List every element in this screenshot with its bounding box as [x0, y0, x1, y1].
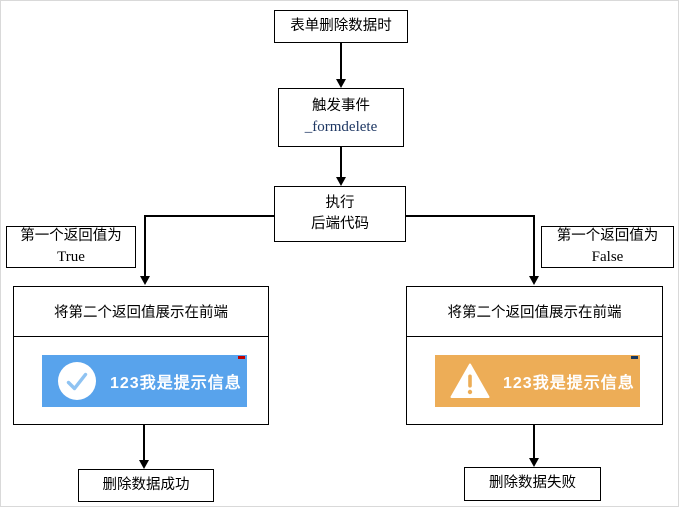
arrowhead-down-icon: [140, 276, 150, 285]
node-title: 将第二个返回值展示在前端: [14, 287, 268, 337]
connector-line: [533, 425, 535, 458]
node-title: 将第二个返回值展示在前端: [407, 287, 662, 337]
connector-line: [143, 425, 145, 460]
node-label: 第一个返回值为: [556, 227, 659, 244]
node-label: 删除数据失败: [489, 475, 576, 492]
arrowhead-down-icon: [336, 79, 346, 88]
connector-line: [340, 43, 342, 79]
node-form-delete-start: 表单删除数据时: [274, 10, 408, 43]
toast-message: 123我是提示信息: [503, 375, 635, 392]
connector-line: [406, 215, 534, 217]
node-show-frontend-success: 将第二个返回值展示在前端 123我是提示信息: [13, 286, 269, 425]
toast-message: 123我是提示信息: [110, 375, 242, 392]
node-delete-success: 删除数据成功: [78, 469, 214, 502]
node-label: 表单删除数据时: [290, 17, 392, 34]
node-label: False: [591, 248, 624, 265]
arrowhead-down-icon: [529, 276, 539, 285]
node-label: 删除数据成功: [102, 476, 190, 493]
arrowhead-down-icon: [529, 458, 539, 467]
toast-corner-artifact: [631, 356, 638, 359]
connector-line: [144, 215, 274, 217]
warning-toast: 123我是提示信息: [435, 355, 640, 407]
node-trigger-event: 触发事件 _formdelete: [278, 88, 404, 147]
node-label: 触发事件: [312, 98, 370, 115]
arrowhead-down-icon: [139, 460, 149, 469]
event-name-text: _formdelete: [304, 119, 378, 136]
warning-triangle-icon: [450, 363, 490, 399]
node-label: 第一个返回值为: [20, 227, 122, 244]
success-toast: 123我是提示信息: [42, 355, 247, 407]
node-branch-true-label: 第一个返回值为 True: [6, 226, 136, 268]
node-show-frontend-fail: 将第二个返回值展示在前端 123我是提示信息: [406, 286, 663, 425]
toast-corner-artifact: [238, 356, 245, 359]
connector-line: [340, 147, 342, 177]
node-label: True: [57, 248, 85, 265]
check-circle-icon: [57, 361, 97, 401]
arrowhead-down-icon: [336, 177, 346, 186]
node-delete-fail: 删除数据失败: [464, 467, 601, 501]
node-exec-backend: 执行 后端代码: [274, 186, 406, 242]
node-label: 后端代码: [311, 216, 369, 232]
connector-line: [144, 215, 146, 276]
connector-line: [533, 215, 535, 276]
node-branch-false-label: 第一个返回值为 False: [541, 226, 674, 268]
node-label: 执行: [325, 194, 355, 211]
